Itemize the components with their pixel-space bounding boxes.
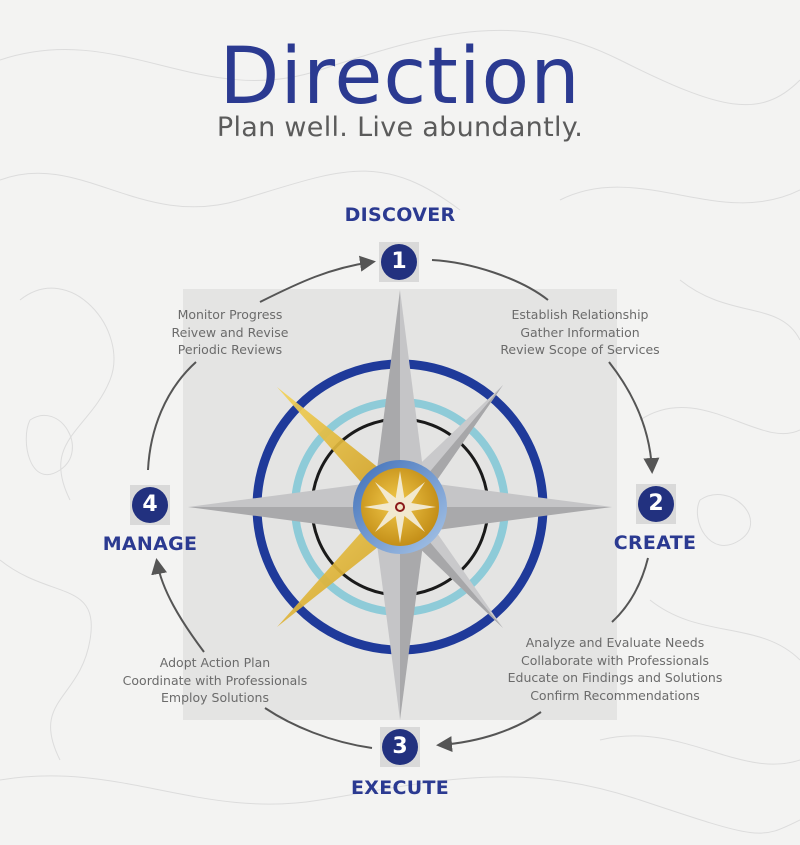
tagline: Plan well. Live abundantly. [216, 112, 584, 143]
action-item: Establish Relationship [511, 307, 649, 322]
action-item: Reivew and Revise [171, 324, 289, 340]
action-item: Gather Information [520, 324, 640, 340]
action-item: Educate on Findings and Solutions [507, 670, 723, 685]
step-label-execute: EXECUTE [350, 777, 450, 799]
step-label-discover: DISCOVER [344, 204, 456, 226]
step-actions-discover: Establish Relationship Gather Informatio… [470, 306, 690, 359]
step-actions-execute: Adopt Action Plan Coordinate with Profes… [100, 654, 330, 707]
action-item: Confirm Recommendations [530, 687, 700, 703]
step-actions-manage: Monitor Progress Reivew and Revise Perio… [140, 306, 320, 359]
step-actions-create: Analyze and Evaluate Needs Collaborate w… [480, 634, 750, 704]
step-number-3: 3 [382, 729, 418, 765]
action-item: Periodic Reviews [177, 342, 283, 357]
action-item: Collaborate with Professionals [520, 652, 710, 668]
action-item: Coordinate with Professionals [122, 672, 308, 688]
action-item: Employ Solutions [161, 690, 269, 705]
action-item: Adopt Action Plan [159, 655, 271, 670]
step-badge-4: 4 [130, 485, 170, 525]
step-number-4: 4 [132, 487, 168, 523]
step-badge-2: 2 [636, 484, 676, 524]
step-label-manage: MANAGE [102, 533, 198, 555]
action-item: Monitor Progress [177, 307, 283, 322]
compass-rose-icon [188, 290, 612, 720]
step-label-create: CREATE [613, 532, 697, 554]
step-badge-1: 1 [379, 242, 419, 282]
page-title: Direction [219, 32, 581, 122]
step-number-2: 2 [638, 486, 674, 522]
action-item: Review Scope of Services [500, 342, 660, 357]
step-badge-3: 3 [380, 727, 420, 767]
step-number-1: 1 [381, 244, 417, 280]
action-item: Analyze and Evaluate Needs [525, 635, 705, 650]
